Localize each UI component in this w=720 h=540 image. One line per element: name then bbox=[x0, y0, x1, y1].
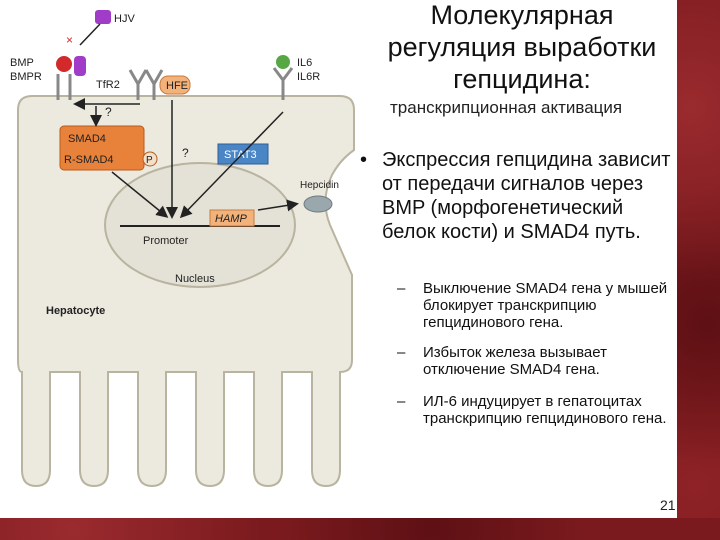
il6r-receptor bbox=[272, 67, 294, 100]
decorative-right-bar bbox=[677, 0, 720, 540]
hjv-label: HJV bbox=[114, 13, 135, 25]
sub-bullet-mark-2: – bbox=[397, 344, 406, 361]
bmp-ligand bbox=[56, 56, 72, 72]
rsmad4-label: R-SMAD4 bbox=[64, 154, 114, 166]
phosphate-circle bbox=[142, 151, 158, 167]
slide-title-line-3: гепцидина: bbox=[453, 64, 591, 94]
page-number: 21 bbox=[660, 497, 676, 513]
sub-bullet-text-3: ИЛ-6 индуцирует в гепатоцитах транскрипц… bbox=[423, 393, 667, 427]
hamp-label: HAMP bbox=[215, 213, 247, 225]
promoter-label: Promoter bbox=[143, 235, 189, 247]
il6-ligand bbox=[276, 55, 290, 69]
tfr2-label: TfR2 bbox=[96, 79, 120, 91]
tfr2-receptor bbox=[128, 69, 164, 100]
hjv-arrow bbox=[79, 23, 101, 46]
hfe-label: HFE bbox=[166, 80, 188, 92]
sub-bullet-mark-1: – bbox=[397, 280, 406, 297]
bmpr-receptor bbox=[74, 56, 86, 76]
arrow-smad-to-promoter bbox=[111, 171, 169, 218]
main-bullet-text: Экспрессия гепцидина зависит от передачи… bbox=[382, 149, 671, 243]
hjv-block-mark: × bbox=[66, 33, 73, 47]
question-mark-2: ? bbox=[182, 146, 189, 160]
hamp-box bbox=[209, 209, 255, 227]
bullet-mark: • bbox=[360, 149, 368, 171]
il6-label: IL6 bbox=[297, 57, 312, 69]
hepcidin-regulation-diagram: HJV × BMP BMPR TfR2 HFE IL6 IL6R ? ? SMA… bbox=[10, 10, 355, 488]
decorative-bottom-bar bbox=[0, 518, 720, 540]
bmp-label: BMP bbox=[10, 57, 34, 69]
slide-title-line-2: регуляция выработки bbox=[387, 32, 657, 62]
arrow-hamp-to-hepcidin bbox=[257, 199, 299, 212]
sub-bullet-text-2: Избыток железа вызывает отключение SMAD4… bbox=[423, 344, 607, 378]
sub-bullet-mark-3: – bbox=[397, 393, 406, 410]
smad4-label: SMAD4 bbox=[68, 133, 106, 145]
question-mark-1: ? bbox=[105, 105, 112, 119]
nucleus-label: Nucleus bbox=[175, 273, 215, 285]
hjv-box bbox=[95, 10, 111, 24]
hepatocyte-label: Hepatocyte bbox=[46, 305, 105, 317]
bmpr-label: BMPR bbox=[10, 71, 42, 83]
bmpr-stem bbox=[56, 74, 72, 100]
hfe-box bbox=[159, 75, 191, 95]
smad-complex bbox=[59, 125, 145, 171]
slide-subtitle: транскрипционная активация bbox=[390, 98, 623, 117]
phosphate-label: P bbox=[146, 155, 153, 166]
hepcidin-label: Hepcidin bbox=[300, 180, 339, 191]
arrow-il6r-to-promoter bbox=[179, 111, 284, 219]
il6r-label: IL6R bbox=[297, 71, 320, 83]
slide-title-line-1: Молекулярная bbox=[430, 0, 614, 30]
hepcidin-molecule bbox=[303, 195, 333, 213]
sub-bullet-text-1: Выключение SMAD4 гена у мышей блокирует … bbox=[423, 280, 668, 331]
